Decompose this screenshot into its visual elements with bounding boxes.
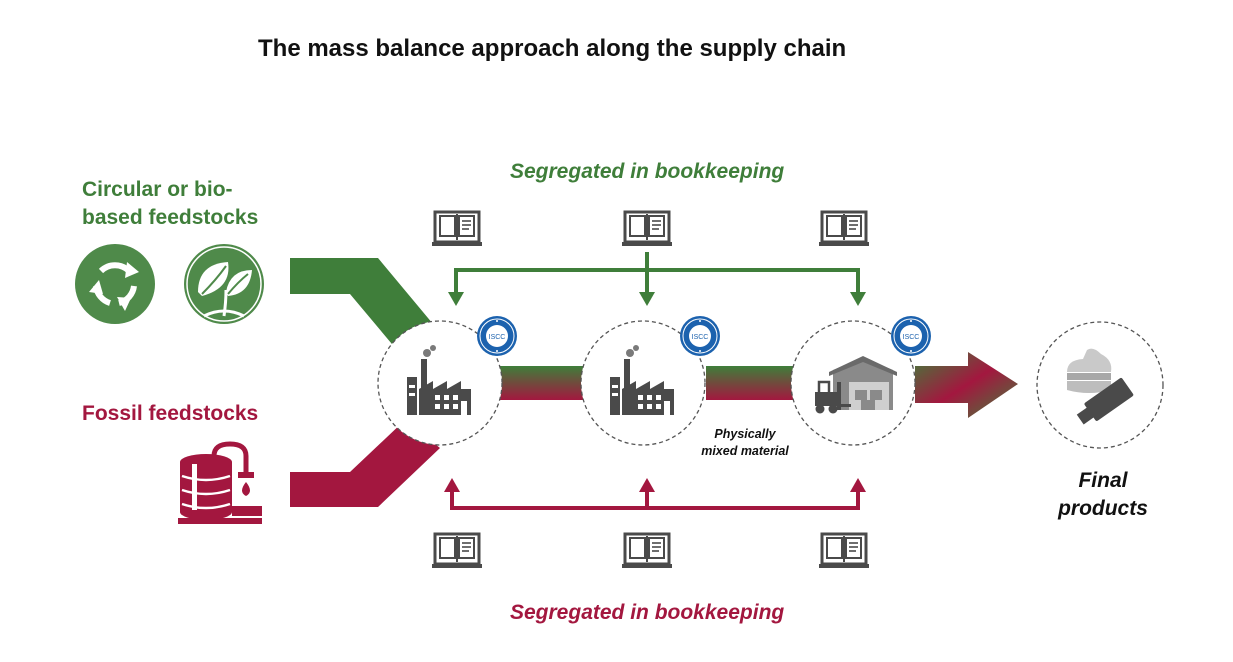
warehouse-icon [815,356,897,414]
book-icon [430,210,484,248]
cosmetic-products-icon [1067,348,1134,425]
book-icon [620,532,674,570]
bookkeeping-bottom-label: Segregated in bookkeeping [510,601,785,624]
recycle-icon [75,244,155,324]
iscc-badge-icon: ISCC [890,315,932,357]
top-arrowhead-2 [639,292,655,306]
leaf-icon [184,244,264,324]
book-icon [817,210,871,248]
mixed-material-line-1: Physically [714,427,776,441]
circular-feedstocks-line-2: based feedstocks [82,206,259,229]
bottom-arrowhead-3 [850,478,866,492]
page-title: The mass balance approach along the supp… [258,35,847,62]
top-arrowhead-3 [850,292,866,306]
svg-text:ISCC: ISCC [903,334,920,341]
final-flow-arrow [915,352,1018,418]
mixed-flow-bar-1 [500,366,584,400]
bottom-arrowhead-2 [639,478,655,492]
book-icon [620,210,674,248]
green-feedstock-flow [290,258,438,356]
iscc-badge-icon: ISCC [679,315,721,357]
final-products-line-1: Final [1078,469,1128,492]
book-icon [817,532,871,570]
bottom-arrowhead-1 [444,478,460,492]
circular-feedstocks-label: Circular or bio- based feedstocks [82,176,258,232]
svg-text:ISCC: ISCC [692,334,709,341]
final-products-label: Final products [1033,467,1173,523]
book-icon [430,532,484,570]
fossil-feedstocks-label: Fossil feedstocks [82,402,259,425]
top-arrowhead-1 [448,292,464,306]
mixed-material-label: Physically mixed material [675,426,815,460]
final-products-line-2: products [1058,497,1148,520]
circular-feedstocks-line-1: Circular or bio- [82,178,233,201]
top-bookkeeping-bracket [454,252,860,296]
mixed-flow-bar-2 [706,366,796,400]
iscc-badge-icon: ISCC [476,315,518,357]
svg-text:ISCC: ISCC [489,334,506,341]
mixed-material-line-2: mixed material [701,444,789,458]
red-feedstock-flow [290,420,440,507]
oil-tank-icon [178,441,262,524]
bookkeeping-top-label: Segregated in bookkeeping [510,160,785,183]
bottom-bookkeeping-bracket [450,490,860,510]
